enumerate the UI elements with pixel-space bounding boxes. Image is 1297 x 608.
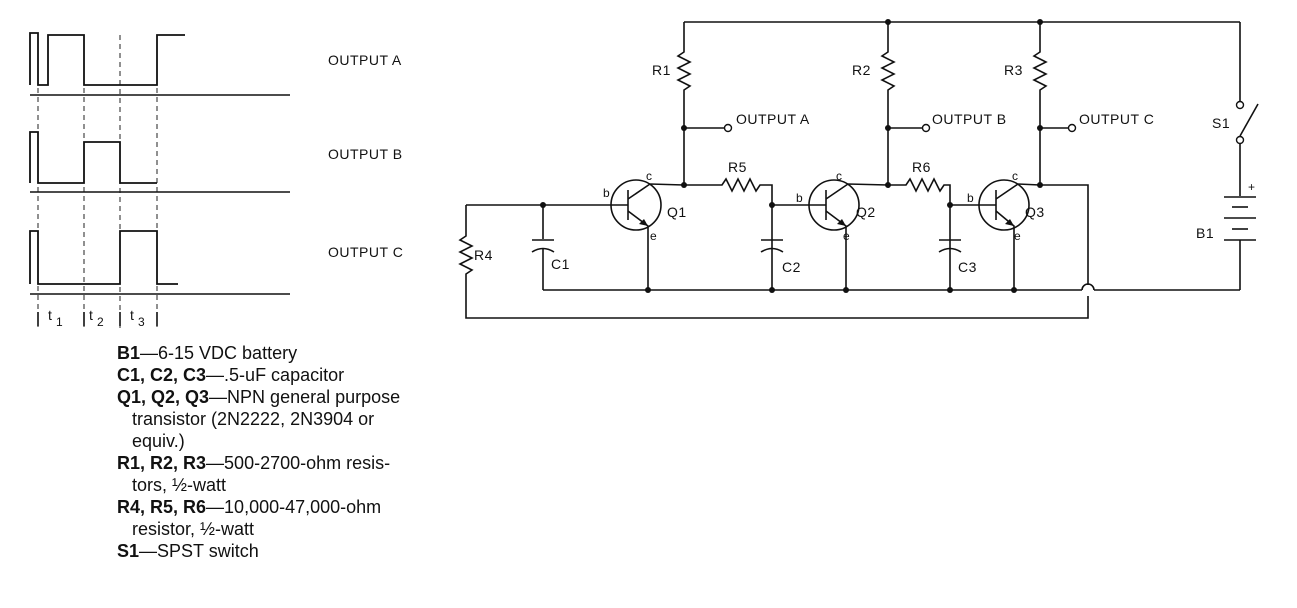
part-ref: S1 [117,541,140,561]
s1-label: S1 [1212,115,1230,131]
q2-pin-c: c [836,169,842,183]
c2-capacitor [760,239,784,253]
t2-label: t [89,307,93,323]
c2-label: C2 [782,259,801,275]
parts-list-line: tors, ½-watt [117,474,487,496]
q1-label: Q1 [667,204,687,220]
q2-label: Q2 [856,204,876,220]
q1-transistor [608,179,685,290]
r3-label: R3 [1004,62,1023,78]
part-ref: Q1, Q2, Q3 [117,387,210,407]
out-b-terminal [921,123,931,133]
c3-capacitor [938,239,962,253]
q3-transistor [976,179,1041,290]
waveform-a [29,32,185,86]
out-a-label: OUTPUT A [736,111,810,127]
part-description: resistor, ½-watt [132,519,255,539]
parts-list-line: C1, C2, C3—.5-uF capacitor [117,364,487,386]
q3-pin-e: e [1014,229,1021,243]
out-b-label: OUTPUT B [932,111,1007,127]
b1-battery [1224,196,1256,290]
c3-label: C3 [958,259,977,275]
b1-label: B1 [1196,225,1214,241]
part-ref: R1, R2, R3 [117,453,207,473]
t1-subscript: 1 [56,315,63,329]
output-b-label: OUTPUT B [328,146,403,162]
output-a-label: OUTPUT A [328,52,402,68]
r1-label: R1 [652,62,671,78]
q1-pin-e: e [650,229,657,243]
interval-ticks [37,312,158,326]
out-c-terminal [1067,123,1077,133]
output-c-label: OUTPUT C [328,244,403,260]
r4-label: R4 [474,247,493,263]
parts-list-line: equiv.) [117,430,487,452]
q3-pin-c: c [1012,169,1018,183]
part-description: equiv.) [132,431,185,451]
parts-list-line: R4, R5, R6—10,000-47,000-ohm [117,496,487,518]
s1-switch [1235,22,1259,196]
r5-label: R5 [728,159,747,175]
c1-label: C1 [551,256,570,272]
part-description: —10,000-47,000-ohm [206,497,382,517]
r4-resistor [458,205,1089,319]
r5-resistor [684,177,773,290]
part-ref: R4, R5, R6 [117,497,207,517]
q2-transistor [808,179,889,290]
junction-q2-emitter [843,287,849,293]
q3-label: Q3 [1025,204,1045,220]
r6-resistor [888,177,951,290]
part-description: tors, ½-watt [132,475,227,495]
parts-list-line: B1—6-15 VDC battery [117,342,487,364]
junction-c2-ground [769,287,775,293]
q2-pin-e: e [843,229,850,243]
r1-resistor [676,22,692,185]
t1-label: t [48,307,52,323]
part-ref: C1, C2, C3 [117,365,207,385]
out-a-terminal [723,123,733,133]
parts-list-line: R1, R2, R3—500-2700-ohm resis- [117,452,487,474]
part-description: —500-2700-ohm resis- [206,453,391,473]
q1-pin-b: b [603,186,610,200]
parts-list-line: S1—SPST switch [117,540,487,562]
junction-q1-emitter [645,287,651,293]
t2-subscript: 2 [97,315,104,329]
parts-list-line: Q1, Q2, Q3—NPN general purpose [117,386,487,408]
c1-capacitor [531,205,555,290]
part-description: —NPN general purpose [209,387,401,407]
r6-label: R6 [912,159,931,175]
b1-plus: + [1248,180,1255,194]
r3-resistor [1032,22,1048,185]
q1-pin-c: c [646,169,652,183]
junction-q3-emitter [1011,287,1017,293]
waveform-c [29,230,178,285]
part-description: —SPST switch [139,541,259,561]
r2-label: R2 [852,62,871,78]
part-ref: B1 [117,343,141,363]
parts-list-line: resistor, ½-watt [117,518,487,540]
t3-label: t [130,307,134,323]
part-description: —.5-uF capacitor [206,365,345,385]
schematic: R1 R2 R3 OUTPUT A OUTPUT B OUTPUT C [458,19,1259,319]
waveform-b [29,131,157,184]
t3-subscript: 3 [138,315,145,329]
timing-diagram: OUTPUT A OUTPUT B OUTPUT C t 1 t 2 t 3 [29,32,403,330]
r4-crossover [1081,283,1095,291]
q3-collector-wire [1040,184,1089,285]
q3-pin-b: b [967,191,974,205]
part-description: —6-15 VDC battery [140,343,298,363]
q2-pin-b: b [796,191,803,205]
out-c-label: OUTPUT C [1079,111,1154,127]
junction-c3-ground [947,287,953,293]
r2-resistor [880,22,896,185]
parts-list-line: transistor (2N2222, 2N3904 or [117,408,487,430]
part-description: transistor (2N2222, 2N3904 or [132,409,375,429]
